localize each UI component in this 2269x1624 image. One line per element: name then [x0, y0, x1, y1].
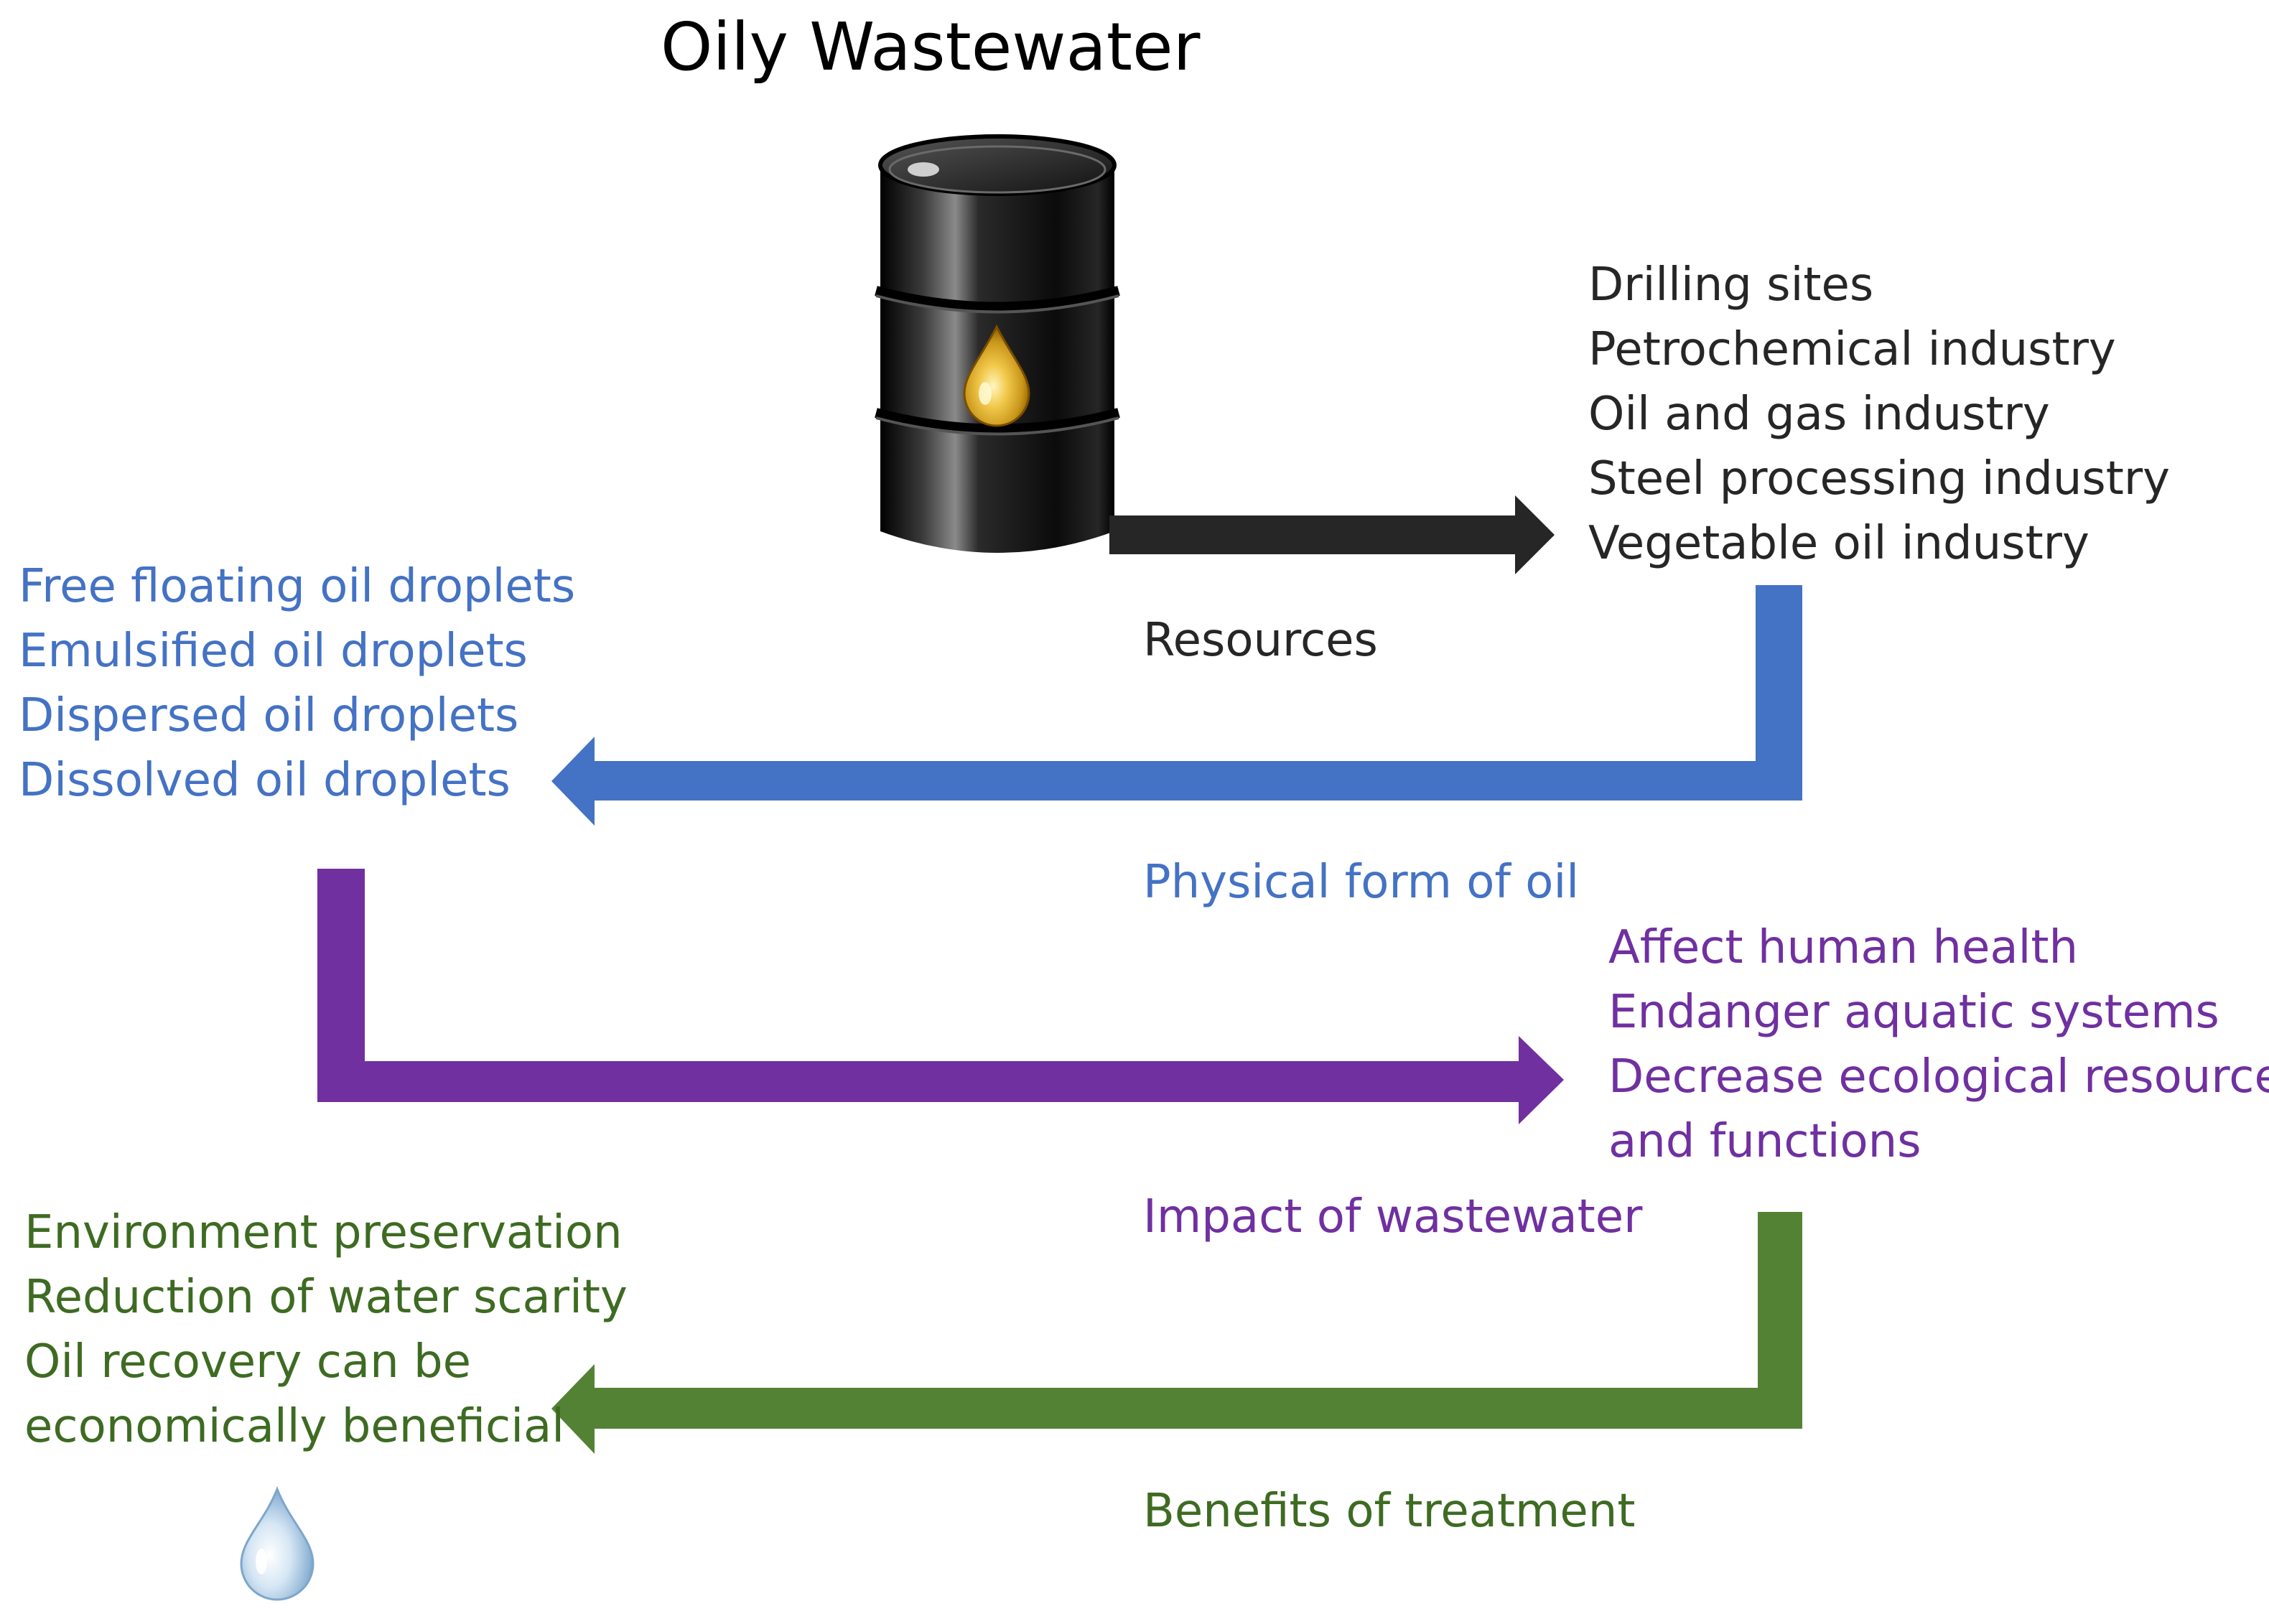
physical-form-item: Free floating oil droplets: [19, 560, 576, 613]
water-drop-icon: [240, 1485, 315, 1601]
resources-arrow: [1109, 495, 1555, 574]
physical-form-arrow: [551, 585, 1802, 826]
impact-item: Decrease ecological resources: [1608, 1050, 2269, 1103]
benefits-list: Environment preservation Reduction of wa…: [24, 1200, 628, 1459]
diagram-title: Oily Wastewater: [661, 9, 1201, 85]
resources-item: Petrochemical industry: [1588, 323, 2116, 376]
benefits-arrow: [551, 1212, 1802, 1454]
resources-item: Vegetable oil industry: [1588, 517, 2089, 570]
impact-label: Impact of wastewater: [1143, 1190, 1643, 1243]
resources-item: Steel processing industry: [1588, 452, 2170, 505]
physical-form-item: Dissolved oil droplets: [19, 754, 511, 807]
benefits-item: Environment preservation: [24, 1206, 623, 1259]
impact-item: Endanger aquatic systems: [1608, 986, 2219, 1039]
physical-form-item: Emulsified oil droplets: [19, 625, 528, 678]
resources-label: Resources: [1143, 614, 1378, 667]
benefits-item: Reduction of water scarity: [24, 1271, 628, 1324]
resources-item: Drilling sites: [1588, 258, 1874, 312]
benefits-label: Benefits of treatment: [1143, 1485, 1636, 1538]
resources-list: Drilling sites Petrochemical industry Oi…: [1588, 253, 2170, 576]
physical-form-label: Physical form of oil: [1143, 856, 1579, 909]
oil-drop-icon: [963, 324, 1030, 427]
impact-item: and functions: [1608, 1115, 1921, 1168]
impact-item: Affect human health: [1608, 921, 2079, 974]
impact-list: Affect human health Endanger aquatic sys…: [1608, 915, 2269, 1174]
impact-arrow: [317, 869, 1564, 1124]
benefits-item: economically beneficial: [24, 1400, 564, 1453]
physical-form-list: Free floating oil droplets Emulsified oi…: [19, 554, 575, 813]
physical-form-item: Dispersed oil droplets: [19, 689, 519, 742]
benefits-item: Oil recovery can be: [24, 1335, 471, 1389]
resources-item: Oil and gas industry: [1588, 388, 2050, 441]
